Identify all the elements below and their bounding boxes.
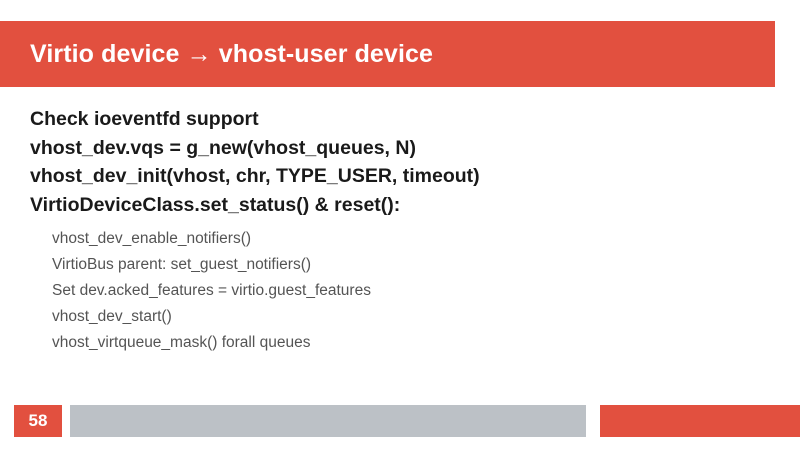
footer-bar-accent [600,405,800,437]
page-number-badge: 58 [14,405,62,437]
bullet-level2: Set dev.acked_features = virtio.guest_fe… [52,282,371,299]
footer-bar-gray [70,405,586,437]
bullet-level2: vhost_virtqueue_mask() forall queues [52,334,311,351]
title-band: Virtio device → vhost-user device [0,21,775,87]
bullet-level2: VirtioBus parent: set_guest_notifiers() [52,256,312,273]
bullet-level1: vhost_dev_init(vhost, chr, TYPE_USER, ti… [30,165,480,187]
page-title: Virtio device → vhost-user device [30,40,433,68]
bullet-level1: VirtioDeviceClass.set_status() & reset()… [30,193,401,216]
bullet-level1: vhost_dev.vqs = g_new(vhost_queues, N) [30,136,416,159]
bullet-level2: vhost_dev_start() [52,308,172,325]
bullet-level1: Check ioeventfd support [30,108,259,130]
bullet-level2: vhost_dev_enable_notifiers() [52,230,252,247]
slide-body: Check ioeventfd support vhost_dev.vqs = … [0,105,800,356]
